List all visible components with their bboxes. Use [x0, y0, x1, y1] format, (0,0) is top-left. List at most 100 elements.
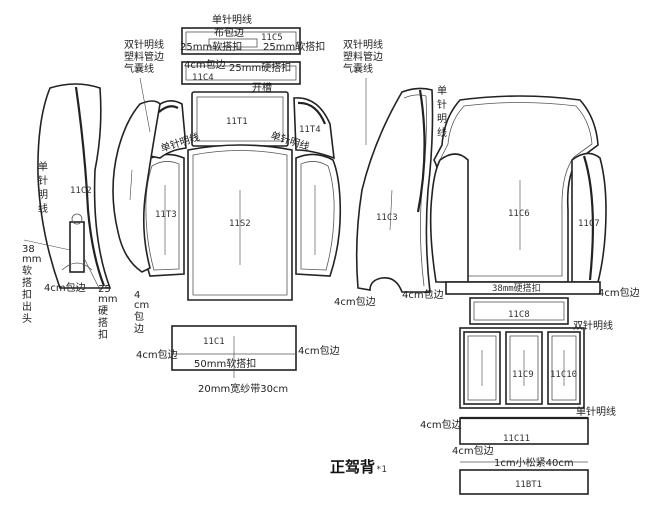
note-top-wrap: 布包边 — [214, 26, 244, 39]
note-wrap-c6-left: 4cm包边 — [402, 288, 444, 301]
piece-11c8-inner — [473, 301, 565, 321]
piece-11s2: 11S2 — [187, 144, 293, 301]
note-right-double-2: 塑料管边 — [343, 50, 383, 63]
note-c1-wrap-right: 4cm包边 — [298, 344, 340, 357]
note-wrap-c2: 4cm包边 — [44, 281, 86, 294]
piece-11c7-label: 11C7 — [578, 219, 600, 229]
piece-11c2-stitch — [74, 86, 106, 287]
piece-right-bolster-outline — [295, 153, 342, 277]
note-c2-stitch-2: 针 — [38, 174, 48, 187]
diagram-title-suffix: *1 — [376, 465, 387, 475]
note-hard-25: 25 mm 硬 搭 扣 — [98, 284, 121, 341]
piece-11c7: 11C7 — [571, 152, 607, 283]
note-right-soft-25: 25mm软搭扣 — [263, 40, 325, 53]
piece-11c8-label: 11C8 — [508, 310, 530, 320]
note-wrap-c3: 4cm包边 — [334, 295, 376, 308]
note-c6-stitch-3: 明 — [437, 113, 447, 125]
piece-11c11-outline — [459, 417, 589, 445]
piece-11c5-label: 11C5 — [261, 33, 283, 43]
note-wrap-t3-4: 边 — [134, 323, 144, 335]
note-hard-25-2: mm — [98, 294, 117, 305]
piece-11c4-inner — [185, 65, 297, 81]
note-left-double-3: 气囊线 — [124, 62, 154, 75]
note-soft-38-2: mm — [22, 254, 41, 265]
piece-11c6-outline — [433, 95, 599, 283]
note-soft-38-outer: 38 mm 软 搭 扣 出 头 — [22, 244, 45, 325]
piece-11c9-label: 11C9 — [512, 370, 534, 380]
piece-11c4-label: 11C4 — [192, 73, 214, 83]
piece-11c3: 11C3 — [355, 87, 434, 293]
note-c2-stitch-3: 明 — [38, 189, 48, 201]
piece-11c11-label: 11C11 — [503, 434, 530, 444]
piece-11t1-inner — [196, 96, 284, 142]
piece-11t1-label: 11T1 — [226, 117, 248, 127]
piece-11t4-stitch — [297, 101, 327, 125]
piece-11c8: 11C8 — [469, 297, 569, 325]
piece-11c2-hole — [71, 213, 83, 225]
piece-11c3-grainline — [389, 189, 393, 231]
piece-11c9-left-inner — [467, 335, 497, 401]
piece-11t4-outline — [293, 97, 335, 160]
piece-11c1: 11C1 — [171, 325, 297, 378]
piece-11c2-tab — [69, 221, 85, 273]
note-soft-38-6: 出 — [22, 300, 32, 313]
note-left-double: 双针明线 塑料管边 气囊线 — [124, 38, 164, 133]
note-wrap-t3: 4 cm 包 边 — [134, 290, 152, 335]
note-hard-38: 38mm硬搭扣 — [492, 282, 541, 294]
note-left-soft-25: 25mm软搭扣 — [180, 40, 242, 53]
note-right-double-1: 双针明线 — [343, 38, 383, 51]
note-open-slot: 开槽 — [252, 81, 272, 94]
note-c4-wrap: 4cm包边 — [184, 58, 226, 71]
piece-11c5-inner — [185, 31, 297, 51]
piece-right-bolster-front — [295, 153, 342, 277]
note-soft-38-1: 38 — [22, 244, 35, 255]
piece-11c6-left-bolster-outline — [429, 153, 469, 283]
piece-11c1-label: 11C1 — [203, 337, 225, 347]
note-top-single-stitch: 单针明线 — [212, 13, 252, 26]
piece-11c3-stitch — [416, 89, 426, 213]
note-c2-stitch-1: 单 — [38, 161, 48, 173]
piece-11c6-inner — [439, 102, 593, 277]
note-wrap-t3-3: 包 — [134, 310, 144, 323]
note-soft-38-5: 扣 — [22, 288, 32, 301]
diagram-title: 正驾背 — [330, 458, 375, 476]
piece-11t3-label: 11T3 — [155, 210, 177, 220]
note-bt1-elastic: 1cm小松紧40cm — [494, 456, 574, 469]
note-right-double-3: 气囊线 — [343, 62, 373, 75]
piece-11c5: 11C5 — [181, 27, 301, 55]
piece-11c6: 11C6 — [433, 95, 599, 283]
piece-hard-38-strip — [445, 281, 601, 295]
note-c4-hard-25: 25mm硬搭扣 — [229, 61, 291, 74]
note-c6-stitch-4: 线 — [437, 126, 447, 139]
piece-11c2-label: 11C2 — [70, 186, 92, 196]
piece-left-upper-arc-outline — [149, 100, 187, 159]
note-left-double-1: 双针明线 — [124, 38, 164, 51]
piece-11c4: 11C4 — [181, 61, 301, 85]
piece-11c7-stitch — [582, 155, 594, 281]
note-c6-stitch-1: 单 — [437, 85, 447, 97]
piece-11s2-label: 11S2 — [229, 219, 251, 229]
note-c11-single-stitch: 单针明线 — [576, 405, 616, 418]
piece-11s2-inner — [192, 150, 288, 296]
piece-11c10-label: 11C10 — [550, 370, 577, 380]
piece-11bt1: 11BT1 — [459, 461, 589, 495]
note-elastic-20: 20mm宽纱带30cm — [198, 382, 288, 395]
piece-11bt1-label: 11BT1 — [515, 480, 542, 490]
piece-left-outer-outline — [112, 100, 161, 273]
piece-left-outer-grainline — [129, 169, 133, 201]
note-bt1-wrap: 4cm包边 — [452, 444, 494, 457]
note-c9-double-stitch: 双针明线 — [573, 319, 613, 332]
piece-hard-38-outline — [445, 281, 601, 295]
note-hard-25-leader — [83, 257, 101, 291]
note-soft-38-4: 搭 — [22, 276, 32, 289]
piece-11c2: 11C2 — [37, 83, 112, 289]
note-wrap-t3-1: 4 — [134, 290, 140, 301]
piece-11bt1-outline — [459, 469, 589, 495]
piece-11c7-outline — [571, 152, 607, 283]
piece-11c3-outline — [355, 87, 434, 293]
note-c6-stitch-2: 针 — [437, 98, 447, 111]
note-soft-38-leader — [23, 239, 71, 251]
piece-11c4-outline — [181, 61, 301, 85]
note-right-double: 双针明线 塑料管边 气囊线 — [343, 38, 383, 145]
